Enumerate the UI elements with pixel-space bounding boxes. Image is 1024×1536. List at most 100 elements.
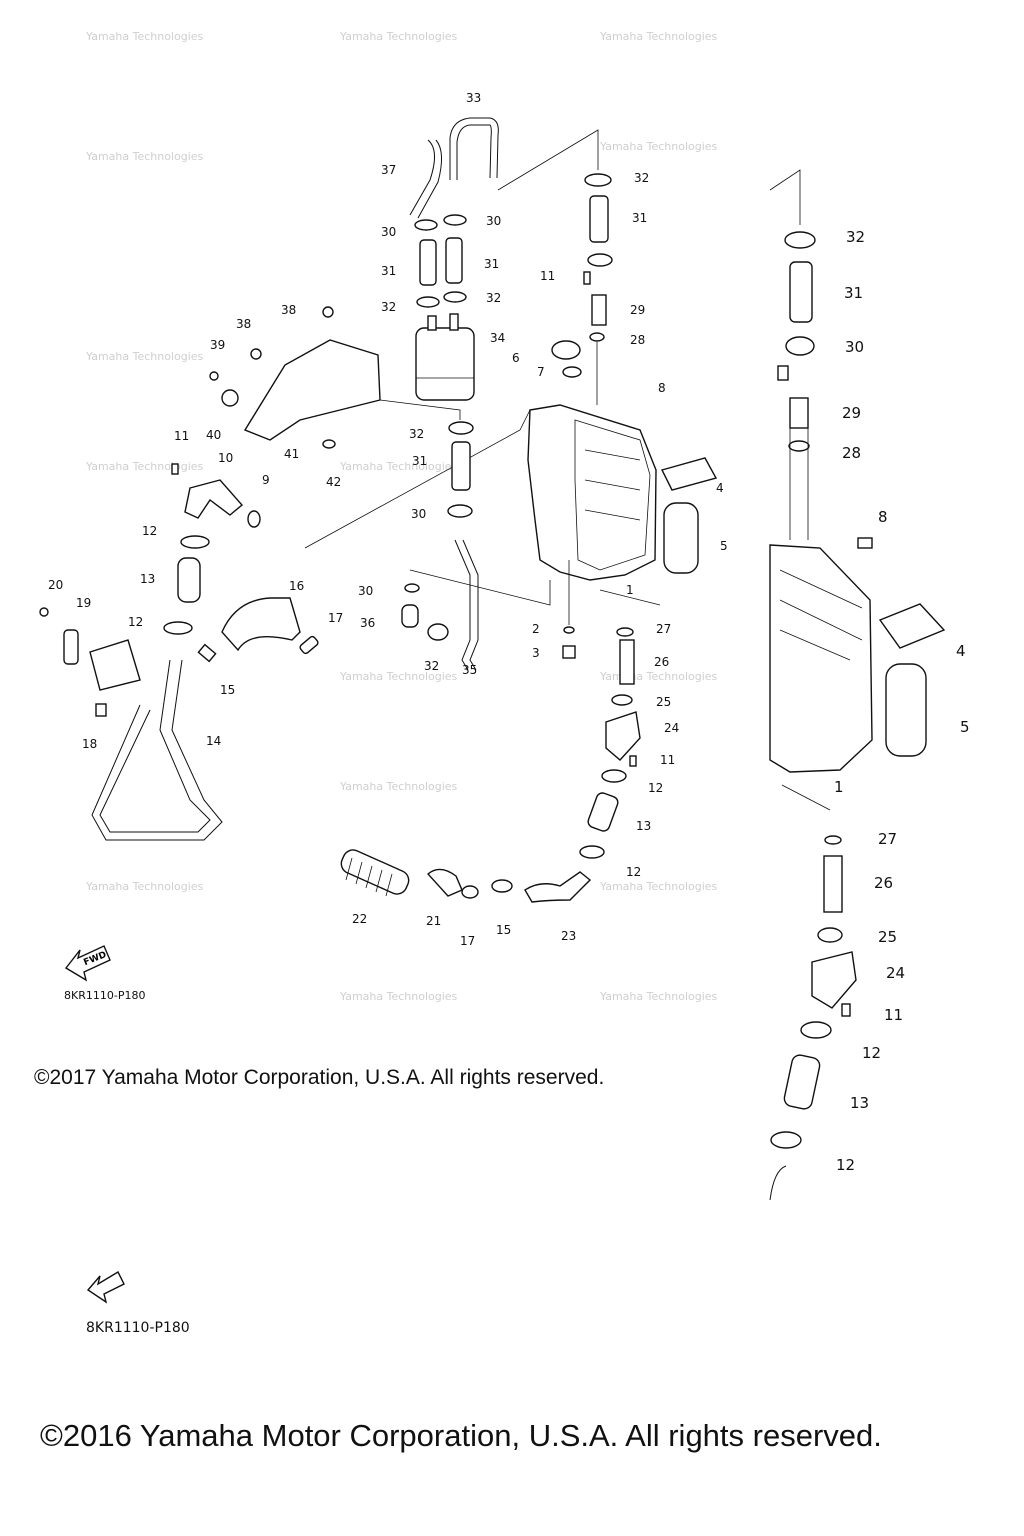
watermark: Yamaha Technologies — [85, 150, 204, 163]
callout: 31 — [412, 454, 427, 468]
bellows-22 — [340, 849, 410, 895]
callout: 5 — [960, 718, 970, 736]
bolt-11 — [629, 755, 637, 767]
callout: 12 — [862, 1044, 881, 1062]
callout: 2 — [532, 622, 540, 636]
hose-16 — [221, 597, 301, 652]
tube-31 — [419, 239, 437, 286]
callout: 19 — [76, 596, 91, 610]
oring-28 — [788, 440, 810, 452]
callout: 13 — [636, 819, 651, 833]
callout: 27 — [878, 830, 897, 848]
clamp-32 — [584, 173, 612, 187]
damper-42 — [322, 439, 336, 449]
callout: 41 — [284, 447, 299, 461]
hose-37 — [409, 139, 435, 216]
callout: 1 — [834, 778, 844, 796]
callouts-main: 33 37 32 30 30 31 31 31 32 32 11 29 28 6… — [48, 91, 728, 948]
main-diagram — [39, 117, 718, 903]
clamp-30 — [414, 219, 438, 231]
clamp-30 — [404, 583, 420, 593]
callout: 28 — [630, 333, 645, 347]
callout: 12 — [128, 615, 143, 629]
callout: 30 — [486, 214, 501, 228]
fitting-29 — [789, 397, 809, 429]
bolt-39 — [209, 371, 219, 381]
diagram-code: 8KR1110-P180 — [86, 1320, 190, 1336]
hose-23 — [524, 871, 592, 903]
strainer-26 — [619, 639, 635, 685]
callout: 26 — [874, 874, 893, 892]
filter-5 — [885, 663, 927, 757]
plate-4 — [660, 457, 718, 491]
clamp-32 — [416, 296, 440, 308]
hose-33 — [449, 117, 499, 180]
callout: 39 — [210, 338, 225, 352]
clamp-30 — [443, 214, 467, 226]
callout: 32 — [634, 171, 649, 185]
callout: 32 — [381, 300, 396, 314]
tank-gasket — [574, 419, 651, 571]
hose-13 — [587, 792, 619, 832]
callout: 31 — [844, 284, 863, 302]
bolt-8 — [857, 537, 873, 549]
callout: 9 — [262, 473, 270, 487]
oring-25 — [817, 927, 843, 943]
hose-35 — [454, 539, 471, 671]
clamp-32 — [443, 291, 467, 303]
bolt-11 — [171, 463, 179, 475]
clamp-15 — [491, 879, 513, 893]
callout: 17 — [460, 934, 475, 948]
fwd-arrow: FWD — [64, 945, 111, 982]
callout: 30 — [411, 507, 426, 521]
clamp-30 — [447, 504, 473, 518]
callout: 28 — [842, 444, 861, 462]
callout: 8 — [658, 381, 666, 395]
callouts-inset: 32 31 30 29 28 8 4 5 1 27 26 25 24 11 12… — [834, 228, 970, 1174]
bolt-11 — [777, 365, 789, 381]
fitting-17 — [299, 635, 319, 655]
callout: 25 — [878, 928, 897, 946]
watermark-layer: Yamaha Technologies Yamaha Technologies … — [85, 30, 718, 1003]
fwd-arrow-large — [86, 1271, 125, 1304]
canister-nozzle — [449, 313, 459, 331]
oil-tank-1 — [769, 544, 873, 773]
bracket-41 — [243, 339, 381, 441]
callout: 31 — [484, 257, 499, 271]
filter-5 — [663, 502, 699, 574]
oring-28 — [589, 332, 605, 342]
callout: 20 — [48, 578, 63, 592]
callout: 18 — [82, 737, 97, 751]
canister-nozzle — [427, 315, 437, 331]
callout: 42 — [326, 475, 341, 489]
grommet-40 — [221, 389, 239, 407]
callout: 13 — [850, 1094, 869, 1112]
nut-38 — [322, 306, 334, 318]
washer-2 — [563, 626, 575, 634]
watermark: Yamaha Technologies — [85, 30, 204, 43]
watermark: Yamaha Technologies — [339, 460, 458, 473]
canister-34 — [415, 327, 475, 401]
callout: 24 — [664, 721, 679, 735]
clamp-32 — [427, 623, 449, 641]
watermark: Yamaha Technologies — [339, 670, 458, 683]
clamp-30 — [785, 336, 815, 356]
tank-baffles — [779, 569, 863, 661]
plug-3 — [562, 645, 576, 659]
callout: 4 — [716, 481, 724, 495]
tube-31 — [451, 441, 471, 491]
fitting-36 — [401, 604, 419, 628]
watermark: Yamaha Technologies — [599, 140, 718, 153]
hose-37-inner — [417, 139, 442, 219]
callout: 30 — [381, 225, 396, 239]
clamp-32 — [784, 231, 816, 249]
callout: 15 — [220, 683, 235, 697]
clamp-12 — [180, 535, 210, 549]
callout: 38 — [236, 317, 251, 331]
clamp-12 — [579, 845, 605, 859]
callout: 5 — [720, 539, 728, 553]
callout: 11 — [884, 1006, 903, 1024]
watermark: Yamaha Technologies — [85, 350, 204, 363]
hose-end — [769, 1165, 787, 1201]
callout: 30 — [845, 338, 864, 356]
